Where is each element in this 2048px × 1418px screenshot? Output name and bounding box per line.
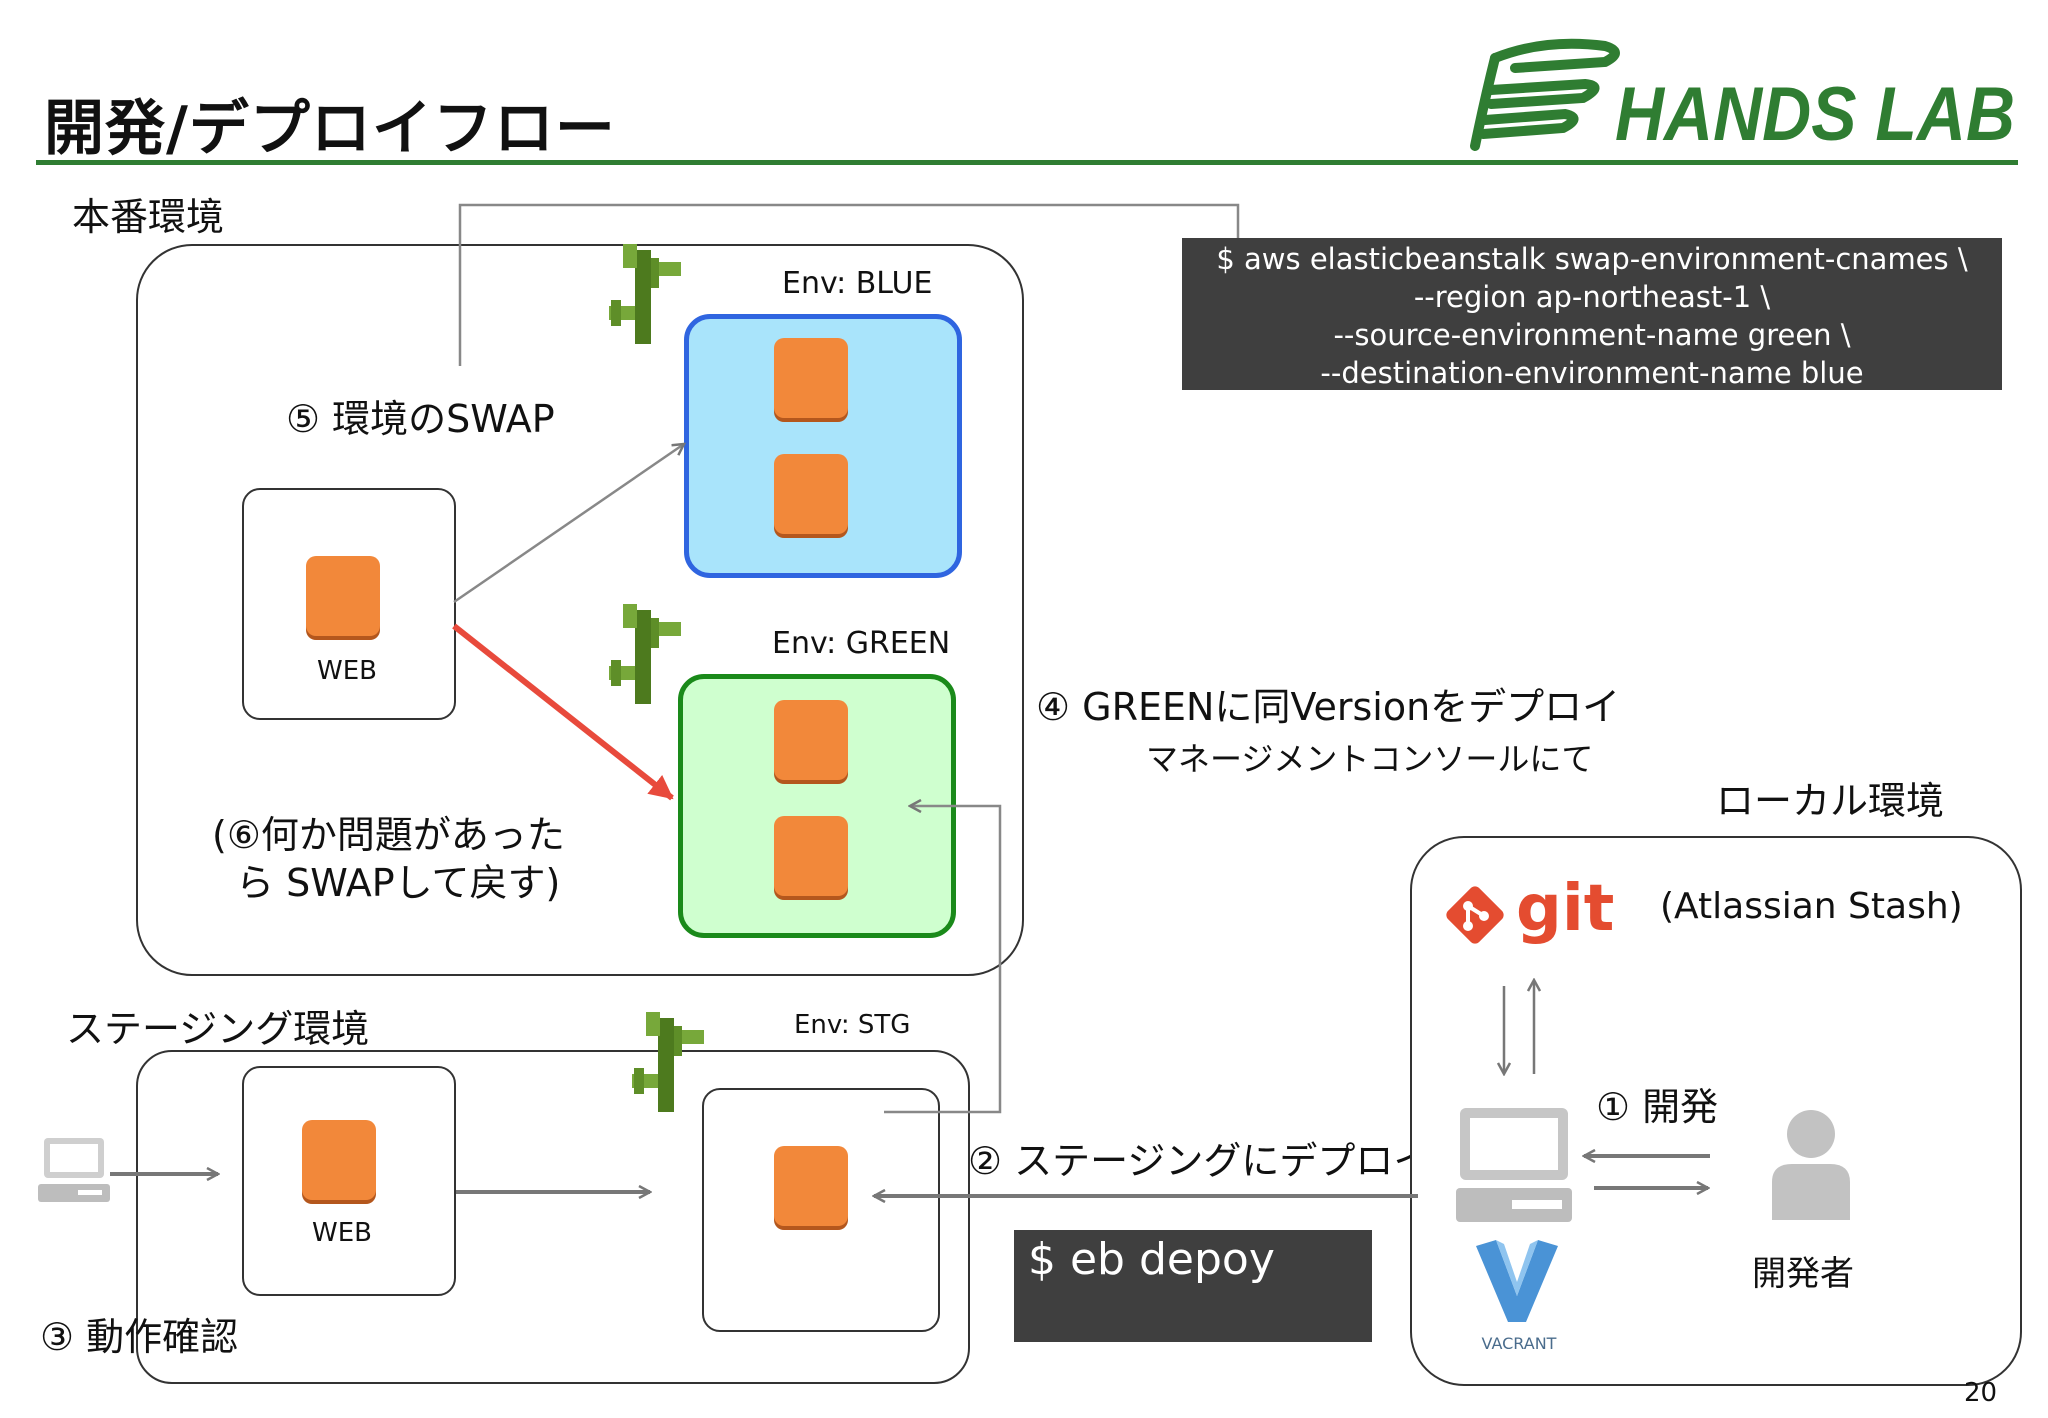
blue-env-label: Env: BLUE [782,266,933,301]
title-divider [36,160,2018,165]
production-web-box [242,488,456,720]
vagrant-icon [1476,1240,1558,1322]
staging-label: ステージング環境 [66,1007,370,1051]
beanstalk-icon [632,1012,704,1112]
ec2-instance-icon [774,338,848,418]
stg-to-green-arrow [884,806,1002,1114]
ec2-instance-icon [306,556,380,636]
hands-lab-logo: HANDS LAB [1470,38,2015,157]
ec2-instance-icon [774,1146,848,1226]
page-title: 開発/デプロイフロー [44,94,616,164]
git-text: git [1516,872,1615,946]
local-label: ローカル環境 [1716,779,1945,823]
stg-env-label: Env: STG [794,1010,911,1040]
ec2-instance-icon [302,1120,376,1200]
verify-step-label: ③ 動作確認 [40,1315,239,1359]
rollback-note-line2: ら SWAPして戻す) [236,861,561,905]
develop-step-label: ① 開発 [1596,1085,1719,1129]
vagrant-text: VACRANT [1481,1334,1557,1353]
stg-environment [702,1088,940,1332]
swap-command-line: --destination-environment-name blue [1320,356,1864,390]
beanstalk-icon [609,604,681,704]
step2-label: ② ステージングにデプロイ [968,1139,1432,1183]
logo-text: HANDS LAB [1615,72,2015,157]
eb-deploy-command-box: $ eb depoy [1014,1230,1372,1342]
web-to-blue-arrow [453,444,684,604]
step4-title: ④ GREENに同Versionをデプロイ [1036,685,1621,729]
person-icon [1772,1110,1850,1220]
swap-command-line: --region ap-northeast-1 \ [1413,280,1771,314]
page-number: 20 [1964,1378,1998,1408]
swap-command-connector [458,203,1240,366]
swap-command-box: $ aws elasticbeanstalk swap-environment-… [1182,238,2002,390]
eb-deploy-command: $ eb depoy [1028,1234,1275,1285]
web-to-green-arrow [452,623,674,801]
stash-label: (Atlassian Stash) [1660,886,1963,927]
ec2-instance-icon [774,454,848,534]
ec2-instance-icon [774,816,848,896]
swap-command-line: $ aws elasticbeanstalk swap-environment-… [1216,242,1968,276]
step4-subtitle: マネージメントコンソールにて [1146,740,1594,778]
production-label: 本番環境 [72,195,225,239]
staging-web-label: WEB [312,1218,372,1248]
developer-label: 開発者 [1752,1254,1854,1294]
hand-icon [1470,38,1620,151]
green-env-label: Env: GREEN [772,626,951,661]
production-web-label: WEB [317,656,377,686]
beanstalk-icon [609,244,681,344]
ec2-instance-icon [774,700,848,780]
computer-icon [38,1138,110,1202]
rollback-note-line1: (⑥何か問題があった [212,813,565,857]
swap-command-line: --source-environment-name green \ [1333,318,1851,352]
computer-icon [1456,1108,1572,1222]
swap-step-label: ⑤ 環境のSWAP [286,397,555,441]
git-icon [1446,886,1504,944]
